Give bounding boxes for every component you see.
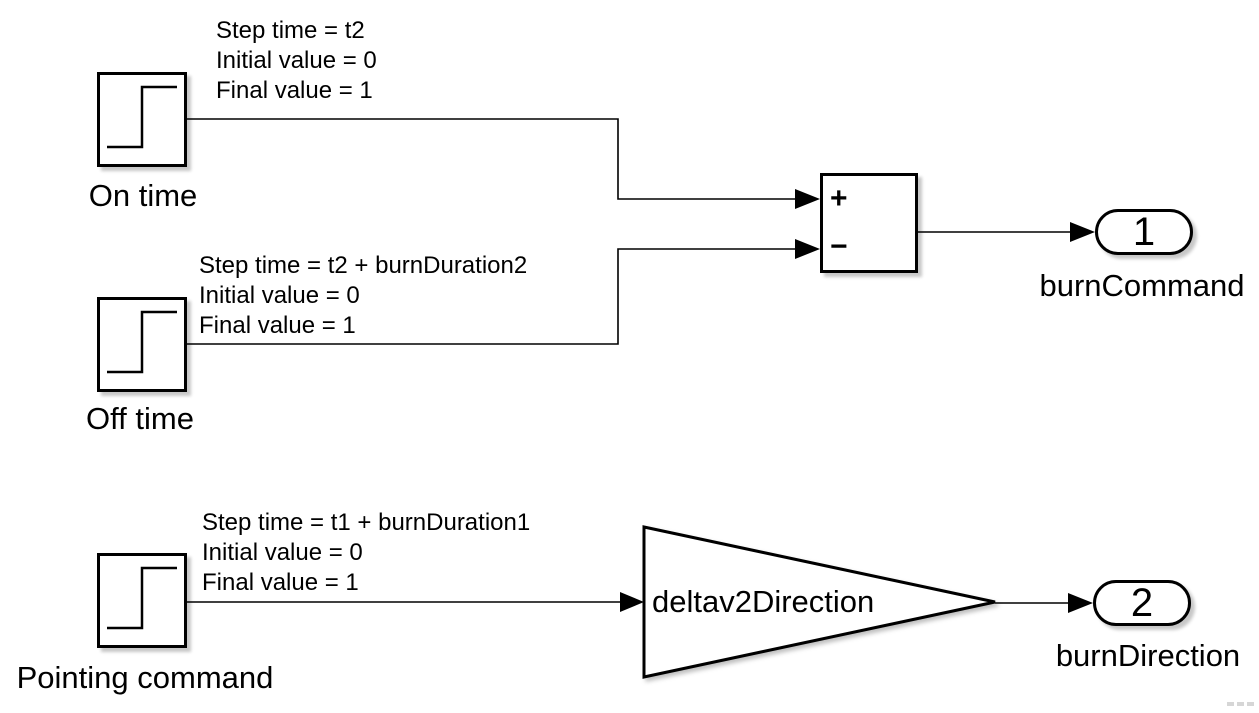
annotation-line: Final value = 1	[216, 77, 373, 104]
outport-2-number: 2	[1130, 580, 1154, 625]
annotation-pointing-params[interactable]: Step time = t1 + burnDuration1 Initial v…	[202, 508, 530, 598]
arrowhead-sum-minus-input	[795, 239, 820, 259]
gain-block-label[interactable]: deltav2Direction	[652, 584, 875, 619]
step-waveform-icon	[107, 566, 177, 630]
annotation-line: Final value = 1	[202, 569, 359, 596]
arrowhead-outport2-input	[1068, 593, 1093, 613]
step-waveform-icon	[107, 85, 177, 149]
corner-mark	[1247, 702, 1254, 706]
annotation-line: Step time = t2	[216, 17, 365, 44]
block-label-pointing-command[interactable]: Pointing command	[16, 660, 274, 695]
step-waveform-icon	[107, 310, 177, 374]
sum-block[interactable]: + −	[820, 173, 918, 273]
outport-2-label[interactable]: burnDirection	[1055, 638, 1241, 673]
sum-plus-sign: +	[830, 182, 848, 215]
annotation-line: Initial value = 0	[199, 282, 360, 309]
wire-off-time-to-sum[interactable]	[187, 248, 796, 345]
wire-on-time-to-sum[interactable]	[187, 118, 796, 200]
outport-2[interactable]: 2	[1093, 580, 1191, 626]
annotation-line: Step time = t1 + burnDuration1	[202, 509, 531, 536]
annotation-on-time-params[interactable]: Step time = t2 Initial value = 0 Final v…	[216, 16, 377, 106]
corner-mark	[1237, 702, 1244, 706]
step-block-pointing-command[interactable]	[97, 553, 187, 648]
arrowhead-gain-input	[620, 592, 644, 612]
step-block-on-time[interactable]	[97, 72, 187, 167]
outport-1-label[interactable]: burnCommand	[1039, 268, 1245, 303]
annotation-line: Initial value = 0	[216, 47, 377, 74]
arrowhead-sum-plus-input	[795, 189, 820, 209]
block-label-on-time[interactable]: On time	[88, 178, 198, 213]
outport-1[interactable]: 1	[1095, 209, 1193, 255]
corner-mark	[1227, 702, 1234, 706]
annotation-line: Initial value = 0	[202, 539, 363, 566]
annotation-line: Final value = 1	[199, 312, 356, 339]
annotation-off-time-params[interactable]: Step time = t2 + burnDuration2 Initial v…	[199, 251, 527, 341]
resize-grip-icon	[1227, 702, 1254, 706]
gain-block[interactable]	[640, 521, 1002, 683]
step-block-off-time[interactable]	[97, 297, 187, 392]
sum-minus-sign: −	[830, 230, 848, 263]
block-label-off-time[interactable]: Off time	[86, 401, 194, 436]
arrowhead-outport1-input	[1070, 222, 1095, 242]
outport-1-number: 1	[1132, 209, 1156, 254]
annotation-line: Step time = t2 + burnDuration2	[199, 252, 528, 279]
